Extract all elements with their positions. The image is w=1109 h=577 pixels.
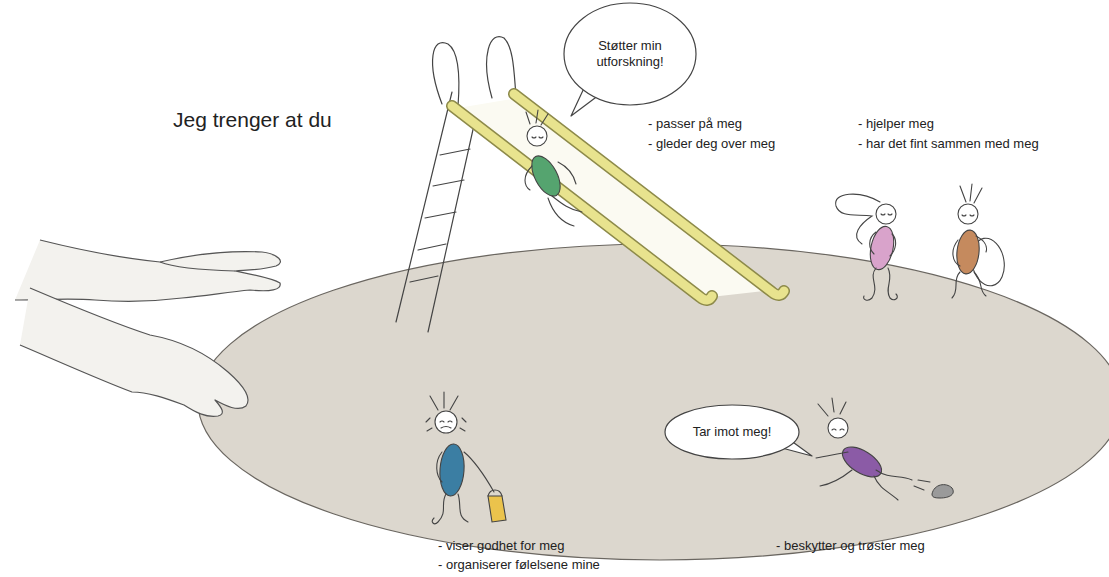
crying-child-part	[435, 411, 457, 433]
child-with-sack-part	[962, 215, 974, 216]
slide-part	[452, 106, 712, 300]
playground-ground	[198, 244, 1109, 560]
child-on-slide-part	[532, 137, 543, 138]
crying-child-part	[488, 490, 502, 496]
bubble-outline-part	[665, 405, 799, 459]
slide-ladder-part	[428, 116, 476, 332]
child-with-sack-part	[955, 229, 981, 275]
bubble-text: Tar imot meg!	[679, 424, 786, 440]
child-on-slide	[525, 110, 582, 226]
running-child-part	[838, 441, 887, 483]
need-item: - passer på meg	[648, 116, 742, 132]
child-on-slide-part	[526, 110, 548, 125]
child-on-slide-part	[526, 151, 566, 200]
slide	[452, 94, 784, 300]
slide-ladder	[396, 37, 516, 332]
slide-ladder-part	[440, 149, 470, 155]
child-with-sack	[952, 184, 1008, 298]
running-child-part	[818, 398, 846, 416]
slide-ladder-part	[433, 43, 459, 106]
slide-part	[452, 106, 712, 300]
playground-ground-part	[198, 244, 1109, 560]
bubble-text: Støtter min utforskning!	[563, 38, 697, 70]
caring-hands-part	[20, 288, 248, 416]
child-with-long-hair-part	[836, 194, 880, 244]
child-on-slide-part	[527, 126, 547, 146]
slide-part	[514, 94, 784, 295]
running-child-part	[816, 452, 852, 486]
crying-child-part	[432, 494, 468, 524]
speech-bubble: Støtter min utforskning!	[563, 2, 697, 106]
slide-ladder-part	[418, 244, 446, 250]
caring-hands	[15, 240, 280, 416]
stone	[932, 485, 953, 498]
crying-child-part	[488, 496, 506, 522]
child-with-long-hair-part	[867, 224, 898, 272]
speech-bubble: Tar imot meg!	[664, 404, 800, 460]
child-with-long-hair-part	[876, 204, 896, 224]
need-item: - har det fint sammen med meg	[858, 136, 1039, 152]
child-on-slide-part	[548, 196, 582, 226]
child-with-sack-part	[958, 204, 978, 224]
bubble-outline-part	[564, 3, 696, 105]
need-item: - hjelper meg	[858, 116, 934, 132]
crying-child	[426, 392, 506, 524]
child-with-sack-part	[953, 236, 987, 266]
crying-child-part	[440, 421, 452, 428]
crying-child-part	[430, 392, 458, 410]
bubble-outline-part	[585, 82, 603, 95]
slide-ladder-part	[396, 92, 452, 322]
heading: Jeg trenger at du	[173, 107, 332, 133]
crying-child-part	[437, 452, 494, 492]
slide-part	[458, 98, 772, 298]
running-child-part	[832, 429, 844, 430]
child-with-sack-part	[960, 184, 982, 203]
bubble-outline-part	[776, 439, 790, 448]
need-item: - beskytter og trøster meg	[776, 538, 925, 554]
slide-ladder-part	[410, 276, 438, 282]
stone-part	[932, 485, 953, 498]
slide-part	[514, 94, 784, 295]
crying-child-part	[438, 443, 466, 497]
slide-ladder-part	[433, 180, 464, 186]
need-item: - viser godhet for meg	[438, 538, 564, 554]
need-item: - organiserer følelsene mine	[438, 557, 600, 573]
running-child-part	[914, 480, 930, 490]
caring-hands-part	[15, 240, 280, 301]
need-item: - gleder deg over meg	[648, 136, 775, 152]
slide-ladder-part	[425, 212, 456, 218]
caring-hands-part	[160, 262, 235, 271]
running-child	[816, 398, 930, 500]
running-child-part	[874, 470, 912, 500]
running-child-part	[828, 418, 848, 438]
child-with-sack-part	[952, 272, 986, 298]
child-with-long-hair	[836, 194, 898, 300]
child-with-long-hair-part	[881, 214, 892, 215]
crying-child-part	[426, 418, 466, 431]
child-with-long-hair-part	[870, 232, 896, 256]
child-with-long-hair-part	[864, 268, 898, 300]
child-on-slide-part	[525, 162, 576, 190]
